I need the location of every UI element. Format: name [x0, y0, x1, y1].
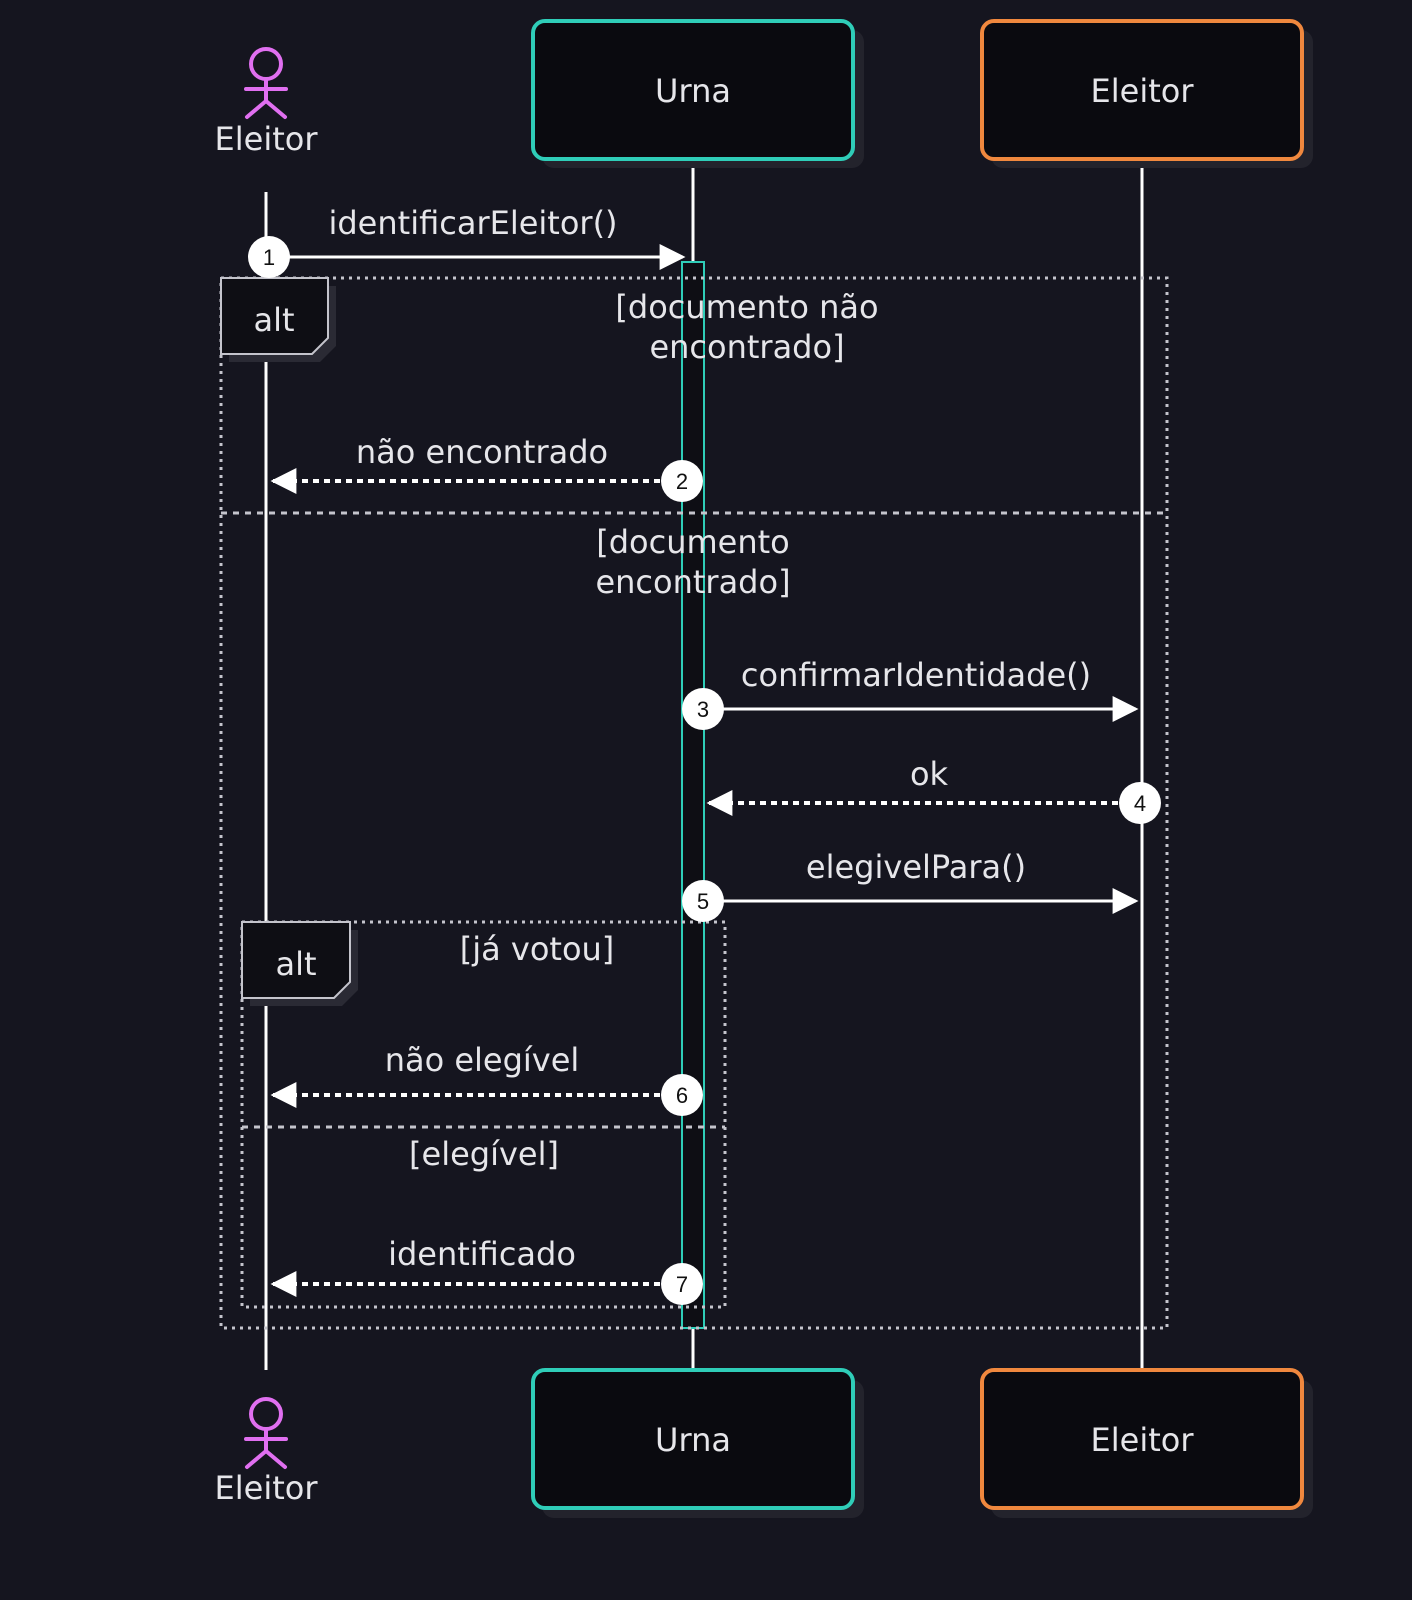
- inner-alt-guard-2: [elegível]: [409, 1135, 559, 1173]
- message-3-number-badge: [682, 688, 724, 730]
- urna-activation-bar: [681, 261, 705, 1329]
- inner-alt-fragment: alt [já votou] [elegível]: [240, 920, 727, 1309]
- participant-eleitor-top-box: [980, 19, 1304, 161]
- outer-alt-guard-2-line-2: encontrado]: [595, 563, 790, 601]
- message-4-label: ok: [910, 755, 949, 793]
- message-4-number: 4: [1134, 791, 1146, 816]
- message-7-label: identificado: [388, 1235, 576, 1273]
- message-4-number-badge: [1119, 782, 1161, 824]
- message-2-label: não encontrado: [356, 433, 608, 471]
- participant-eleitor-top: Eleitor: [980, 19, 1313, 168]
- actor-eleitor-bottom-label: Eleitor: [215, 1469, 319, 1507]
- participant-urna-top: Urna: [531, 19, 864, 168]
- outer-alt-tab: [220, 277, 329, 355]
- message-6: não elegível 6: [270, 1041, 703, 1116]
- participant-eleitor-bottom: Eleitor: [980, 1368, 1313, 1518]
- outer-alt-fragment: alt [documento não encontrado] [document…: [219, 276, 1169, 1330]
- message-3-label: confirmarIdentidade(): [741, 656, 1091, 694]
- outer-alt-guard-2-line-1: [documento: [596, 523, 790, 561]
- actor-eleitor-top-label: Eleitor: [215, 120, 319, 158]
- participant-eleitor-top-label: Eleitor: [1091, 72, 1195, 110]
- participant-urna-top-box: [531, 19, 855, 161]
- inner-alt-keyword: alt: [275, 945, 316, 983]
- message-7-number-badge: [661, 1263, 703, 1305]
- actor-stick-figure-icon: [244, 47, 288, 119]
- message-5: elegivelPara() 5: [682, 848, 1139, 922]
- message-2: não encontrado 2: [270, 433, 703, 502]
- outer-alt-guard-1-line-2: encontrado]: [649, 328, 844, 366]
- message-6-label: não elegível: [385, 1041, 580, 1079]
- participant-urna-bottom-label: Urna: [655, 1421, 731, 1459]
- message-5-label: elegivelPara(): [806, 848, 1026, 886]
- participant-urna-bottom: Urna: [531, 1368, 864, 1518]
- message-4: ok 4: [706, 755, 1161, 824]
- message-5-number-badge: [682, 880, 724, 922]
- participant-urna-top-label: Urna: [655, 72, 731, 110]
- message-3-number: 3: [697, 697, 709, 722]
- message-1-number: 1: [263, 245, 275, 270]
- message-6-number: 6: [676, 1083, 688, 1108]
- message-2-number-badge: [661, 460, 703, 502]
- actor-eleitor-top: Eleitor: [215, 47, 319, 158]
- message-6-number-badge: [661, 1074, 703, 1116]
- participant-urna-bottom-box: [531, 1368, 855, 1510]
- participant-eleitor-bottom-box: [980, 1368, 1304, 1510]
- actor-stick-figure-icon: [244, 1397, 288, 1469]
- message-1: identificarEleitor() 1: [248, 204, 686, 278]
- actor-eleitor-bottom: Eleitor: [215, 1397, 319, 1507]
- participant-eleitor-bottom-label: Eleitor: [1091, 1421, 1195, 1459]
- outer-alt-keyword: alt: [253, 301, 294, 339]
- message-1-number-badge: [248, 236, 290, 278]
- message-5-number: 5: [697, 889, 709, 914]
- outer-alt-frame: [219, 276, 1169, 1330]
- message-1-label: identificarEleitor(): [328, 204, 617, 242]
- outer-alt-guard-1-line-1: [documento não: [615, 288, 878, 326]
- message-7: identificado 7: [270, 1235, 703, 1305]
- inner-alt-frame: [240, 920, 727, 1309]
- inner-alt-guard-1: [já votou]: [460, 930, 615, 968]
- message-7-number: 7: [676, 1272, 688, 1297]
- message-2-number: 2: [676, 469, 688, 494]
- message-3: confirmarIdentidade() 3: [682, 656, 1139, 730]
- inner-alt-tab: [241, 921, 351, 999]
